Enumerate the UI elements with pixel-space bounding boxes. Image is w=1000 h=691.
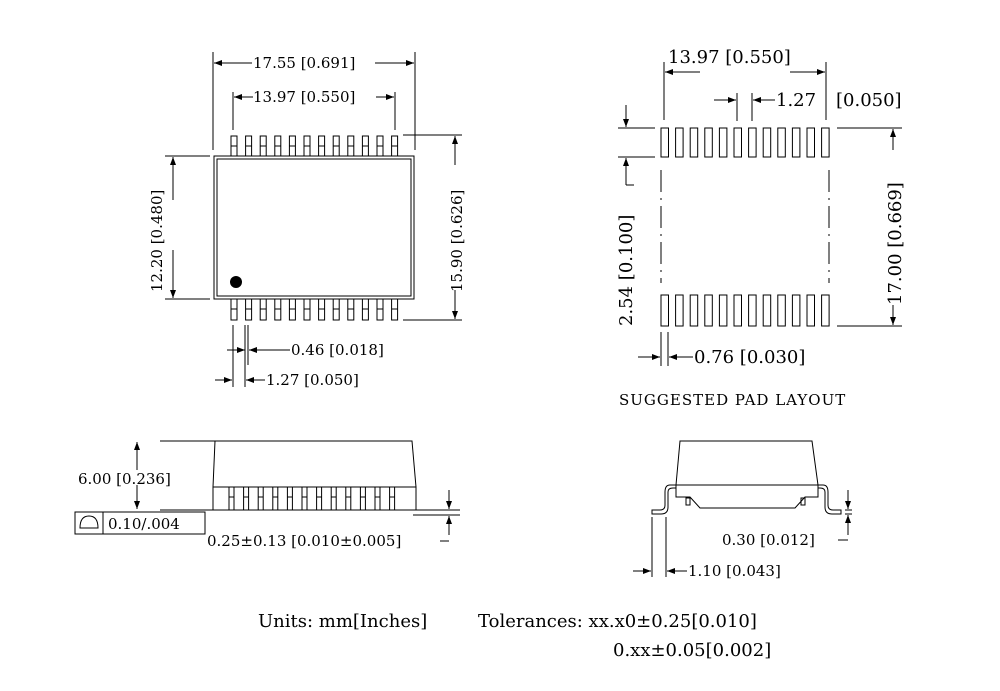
left-gull-wing-lead [651, 484, 676, 515]
side-lead [301, 486, 308, 511]
side-lead [316, 486, 323, 511]
side-lead [374, 486, 381, 511]
pad-pitch-inch-label: [0.050] [836, 90, 902, 111]
coplanarity-label: 0.10/.004 [108, 515, 180, 533]
pad-layout: 13.97 [0.550] 1.27 [0.050] 2.54 [0.100] … [616, 47, 906, 409]
side-leads [212, 486, 417, 511]
pad [733, 294, 742, 327]
top-pins [230, 135, 399, 157]
pad-span-label: 13.97 [0.550] [668, 47, 791, 68]
pin-span-label: 13.97 [0.550] [253, 88, 355, 106]
pin-width-label: 0.46 [0.018] [291, 341, 384, 359]
pad [791, 127, 801, 158]
profile-tolerance-icon [79, 515, 99, 529]
standoff-label: 0.25±0.13 [0.010±0.005] [207, 532, 401, 550]
pad-pitch-label: 1.27 [776, 90, 816, 111]
pad-width-label: 0.76 [0.030] [694, 347, 805, 368]
side-body [212, 440, 417, 488]
notes: Units: mm[Inches] Tolerances: xx.x0±0.25… [258, 611, 771, 661]
pad [821, 294, 830, 327]
pad [806, 127, 815, 158]
pad [777, 127, 786, 158]
lead-thickness-label: 0.30 [0.012] [722, 531, 815, 549]
package-body-inner [216, 158, 412, 297]
tolerance-note-2: 0.xx±0.05[0.002] [613, 640, 771, 661]
pad [689, 127, 699, 158]
side-lead [359, 486, 366, 511]
pin-pitch-label: 1.27 [0.050] [266, 371, 359, 389]
pad [777, 294, 786, 327]
pad [718, 294, 728, 327]
side-lead [286, 486, 293, 511]
tolerance-note-1: Tolerances: xx.x0±0.25[0.010] [478, 611, 757, 632]
right-gull-wing-lead [818, 484, 842, 515]
pad-layout-title: SUGGESTED PAD LAYOUT [619, 391, 846, 409]
pad [791, 294, 801, 327]
side-lead [389, 486, 396, 511]
lead-frame [212, 486, 417, 511]
side-lead [257, 486, 264, 511]
pad [762, 294, 772, 327]
units-note: Units: mm[Inches] [258, 611, 427, 632]
pad [748, 294, 757, 327]
side-lead [345, 486, 352, 511]
body-height-label: 12.20 [0.480] [148, 190, 166, 292]
pad [733, 127, 742, 158]
overall-height-label: 15.90 [0.626] [448, 190, 466, 292]
bottom-pins [230, 298, 399, 321]
pad [821, 127, 830, 158]
end-body-base [675, 485, 819, 509]
pad [675, 294, 684, 327]
side-lead [243, 486, 250, 511]
pad [762, 127, 772, 158]
coplanarity-frame [74, 511, 206, 535]
side-lead [228, 486, 235, 511]
pad [704, 127, 713, 158]
end-view: 0.30 [0.012] 1.10 [0.043] [633, 440, 852, 580]
pad [660, 294, 669, 327]
side-lead [330, 486, 337, 511]
side-lead [272, 486, 279, 511]
pad [806, 294, 815, 327]
pad [660, 127, 669, 158]
pad [718, 127, 728, 158]
top-view: 17.55 [0.691] 13.97 [0.550] 12.20 [0.480… [148, 52, 466, 389]
overall-length-label: 17.00 [0.669] [885, 182, 906, 305]
end-body [675, 440, 819, 486]
height-label: 6.00 [0.236] [78, 470, 171, 488]
pad [675, 127, 684, 158]
package-body [213, 155, 415, 300]
pin1-marker-dot [230, 276, 242, 288]
pad-length-label: 2.54 [0.100] [616, 215, 637, 326]
pad [704, 294, 713, 327]
pad [748, 127, 757, 158]
side-view: 6.00 [0.236] 0.10/.004 0.25±0.13 [0.010±… [74, 440, 460, 550]
pads-top-row [660, 127, 830, 158]
pad [689, 294, 699, 327]
overall-width-label: 17.55 [0.691] [253, 54, 355, 72]
pads-bottom-row [660, 294, 830, 327]
foot-length-label: 1.10 [0.043] [688, 562, 781, 580]
